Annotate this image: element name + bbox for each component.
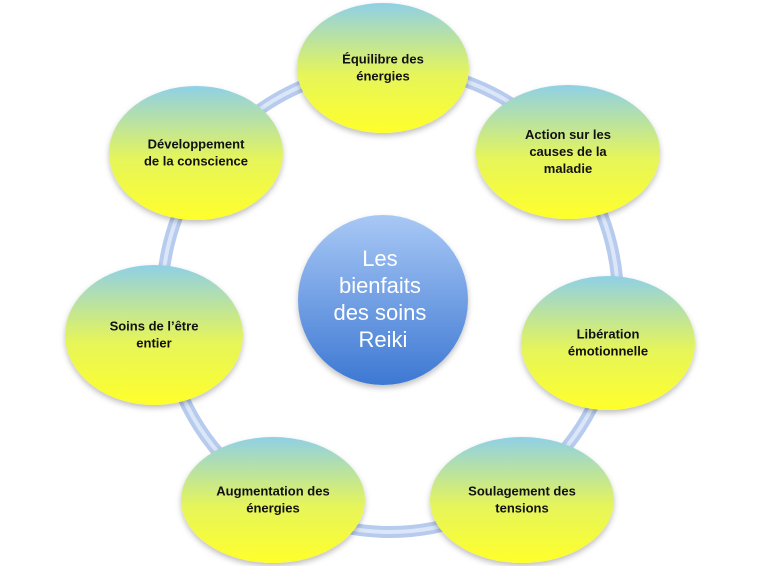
node-label-line: émotionnelle (568, 344, 648, 359)
node-augmentation-shape (181, 437, 365, 563)
node-soulagement-label: Soulagement des tensions (468, 484, 576, 516)
node-augmentation-label: Augmentation des énergies (216, 484, 329, 516)
node-equilibre-label: Équilibre des énergies (342, 52, 424, 84)
node-equilibre-shape (297, 3, 469, 133)
center-circle: Les bienfaits des soins Reiki (298, 215, 468, 385)
node-action-label: Action sur les causes de la maladie (525, 127, 611, 176)
node-soins-shape (65, 265, 243, 405)
node-label-line: Action sur les (525, 127, 611, 142)
center-title-line: Les (362, 246, 397, 271)
node-soins-label: Soins de l’être entier (110, 319, 199, 351)
node-label-line: Augmentation des (216, 484, 329, 499)
node-equilibre: Équilibre des énergies (297, 3, 469, 133)
node-liberation-label: Libération émotionnelle (568, 327, 648, 359)
node-soulagement: Soulagement des tensions (430, 437, 614, 563)
node-developpement-shape (109, 86, 283, 220)
center-circle-shape (298, 215, 468, 385)
node-label-line: énergies (356, 69, 409, 84)
node-augmentation: Augmentation des énergies (181, 437, 365, 563)
center-title-line: Reiki (359, 327, 408, 352)
center-title: Les bienfaits des soins Reiki (333, 246, 432, 352)
node-liberation: Libération émotionnelle (521, 276, 695, 410)
node-label-line: énergies (246, 501, 299, 516)
node-label-line: maladie (544, 161, 592, 176)
node-developpement: Développement de la conscience (109, 86, 283, 220)
node-label-line: causes de la (529, 144, 607, 159)
node-label-line: de la conscience (144, 154, 248, 169)
center-title-line: bienfaits (339, 273, 421, 298)
node-soulagement-shape (430, 437, 614, 563)
node-action: Action sur les causes de la maladie (476, 85, 660, 219)
node-label-line: Soulagement des (468, 484, 576, 499)
node-label-line: Développement (148, 137, 245, 152)
node-action-shape (476, 85, 660, 219)
node-label-line: tensions (495, 501, 548, 516)
center-title-line: des soins (333, 300, 426, 325)
node-label-line: Soins de l’être (110, 319, 199, 334)
node-label-line: Libération (577, 327, 640, 342)
node-soins: Soins de l’être entier (65, 265, 243, 405)
node-label-line: entier (136, 336, 171, 351)
node-label-line: Équilibre des (342, 52, 424, 67)
node-liberation-shape (521, 276, 695, 410)
node-developpement-label: Développement de la conscience (144, 137, 248, 169)
